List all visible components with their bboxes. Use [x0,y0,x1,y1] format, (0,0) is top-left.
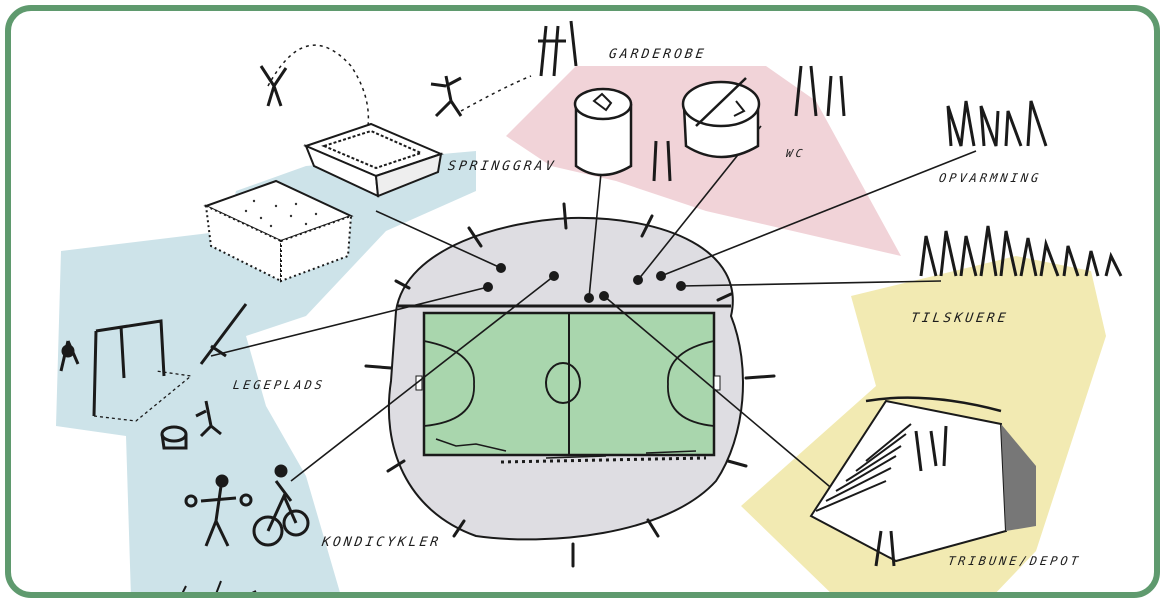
bounce-path-2 [461,76,531,111]
label-kondicykler: KONDICYKLER [321,535,442,550]
label-legeplads: LEGEPLADS [232,378,326,392]
label-opvarmning: OPVARMNING [938,171,1042,185]
arena [389,218,743,540]
wc-icon [683,78,759,157]
label-wc: WC [785,147,806,160]
locker-room-icon [575,89,631,175]
label-garderobe: GARDEROBE [608,47,708,62]
label-tribune-depot: TRIBUNE/DEPOT [947,554,1082,568]
label-tilskuere: TILSKUERE [910,311,1010,326]
site-sketch [11,11,1160,598]
bounce-path [268,45,368,126]
jumper-figure-icon [261,66,461,116]
label-springgrav: SPRINGGRAV [447,159,557,174]
illustration-frame: GARDEROBE SPRINGGRAV WC OPVARMNING TILSK… [5,5,1160,598]
spectators-icon [921,101,1121,276]
